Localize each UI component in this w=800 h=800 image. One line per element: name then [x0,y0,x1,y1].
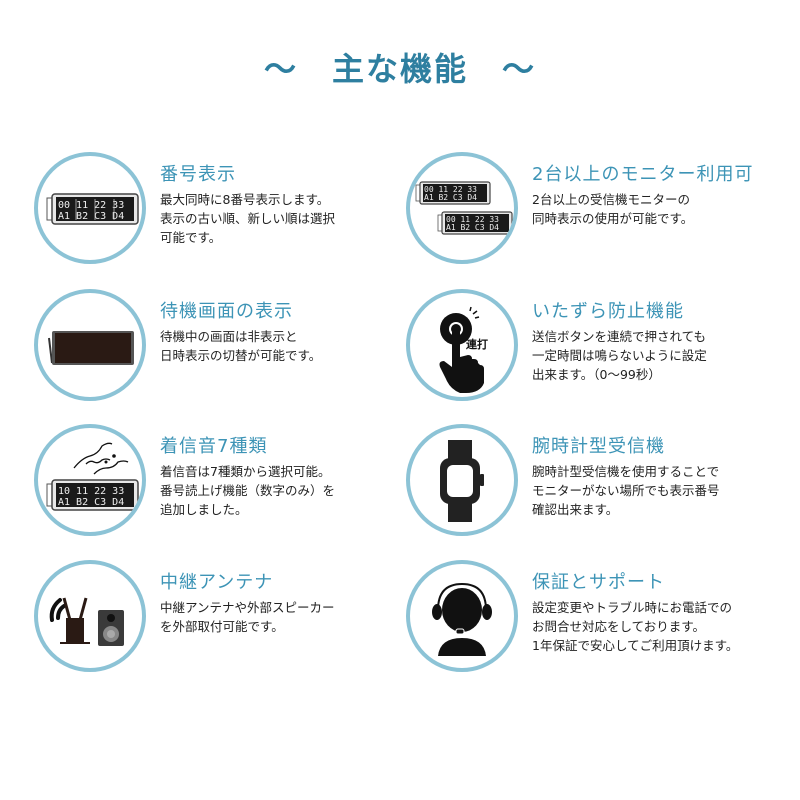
feature-number-display: 00 11 22 33 A1 B2 C3 D4 番号表示 最大同時に8番号表示し… [34,152,404,272]
feature-icon-circle [34,289,146,401]
feature-title: 着信音7種類 [160,436,268,457]
icon-label: 連打 [466,337,488,351]
feature-warranty-support: 保証とサポート 設定変更やトラブル時にお電話での お問合せ対応をしております。 … [406,560,776,680]
feature-anti-mischief: 連打 いたずら防止機能 送信ボタンを連続で押されても 一定時間は鳴らないように設… [406,289,776,409]
feature-icon-circle [406,424,518,536]
svg-text:A1 B2 C3 D4: A1 B2 C3 D4 [424,193,477,202]
heading-title: 主な機能 [331,50,468,88]
feature-title: 2台以上のモニター利用可 [532,164,754,185]
svg-text:A1 B2 C3 D4: A1 B2 C3 D4 [58,497,124,508]
feature-description: 待機中の画面は非表示と 日時表示の切替が可能です。 [160,329,322,363]
smartwatch-icon [440,440,484,522]
feature-title: 腕時計型受信機 [532,436,665,457]
svg-text:00 11 22 33: 00 11 22 33 [424,185,477,194]
headset-support-icon [432,582,492,656]
blank-display-icon [48,331,134,365]
svg-text:A1 B2 C3 D4: A1 B2 C3 D4 [446,223,499,232]
feature-wristwatch-receiver: 腕時計型受信機 腕時計型受信機を使用することで モニターがない場所でも表示番号 … [406,424,776,544]
feature-title: 中継アンテナ [160,572,274,593]
feature-description: 2台以上の受信機モニターの 同時表示の使用が可能です。 [532,192,694,226]
feature-standby-screen: 待機画面の表示 待機中の画面は非表示と 日時表示の切替が可能です。 [34,289,404,409]
antenna-speaker-icon [49,597,124,646]
svg-text:10 11 22 33: 10 11 22 33 [58,486,124,497]
feature-icon-circle [406,560,518,672]
feature-description: 設定変更やトラブル時にお電話での お問合せ対応をしております。 1年保証で安心し… [532,600,739,653]
feature-icon-circle: 00 11 22 33 A1 B2 C3 D4 [34,152,146,264]
svg-text:00 11 22 33: 00 11 22 33 [446,215,499,224]
feature-ringtones: 10 11 22 33 A1 B2 C3 D4 着信音7種類 着信音は7種類から… [34,424,404,544]
feature-description: 中継アンテナや外部スピーカー を外部取付可能です。 [160,600,335,634]
feature-icon-circle: 連打 [406,289,518,401]
feature-description: 送信ボタンを連続で押されても 一定時間は鳴らないように設定 出来ます。（0〜99… [532,329,707,382]
feature-description: 最大同時に8番号表示します。 表示の古い順、新しい順は選択 可能です。 [160,192,336,245]
feature-title: 待機画面の表示 [160,301,293,322]
feature-relay-antenna: 中継アンテナ 中継アンテナや外部スピーカー を外部取付可能です。 [34,560,404,680]
heading-ornament-right: ～ [502,50,537,88]
display-panel-icon: 00 11 22 33 A1 B2 C3 D4 [46,193,139,225]
feature-title: いたずら防止機能 [532,301,684,322]
svg-text:A1 B2 C3 D4: A1 B2 C3 D4 [58,211,124,222]
feature-description: 着信音は7種類から選択可能。 番号読上げ機能（数字のみ）を 追加しました。 [160,464,336,517]
feature-icon-circle: 10 11 22 33 A1 B2 C3 D4 [34,424,146,536]
heading-ornament-left: ～ [263,50,298,88]
svg-text:00 11 22 33: 00 11 22 33 [58,200,124,211]
feature-title: 保証とサポート [532,572,665,593]
page-heading: ～ 主な機能 ～ [0,44,800,90]
ringtone-display-icon: 10 11 22 33 A1 B2 C3 D4 [46,442,139,511]
feature-title: 番号表示 [160,164,236,185]
feature-icon-circle [34,560,146,672]
hand-press-button-icon: 連打 [439,306,488,393]
feature-description: 腕時計型受信機を使用することで モニターがない場所でも表示番号 確認出来ます。 [532,464,720,517]
